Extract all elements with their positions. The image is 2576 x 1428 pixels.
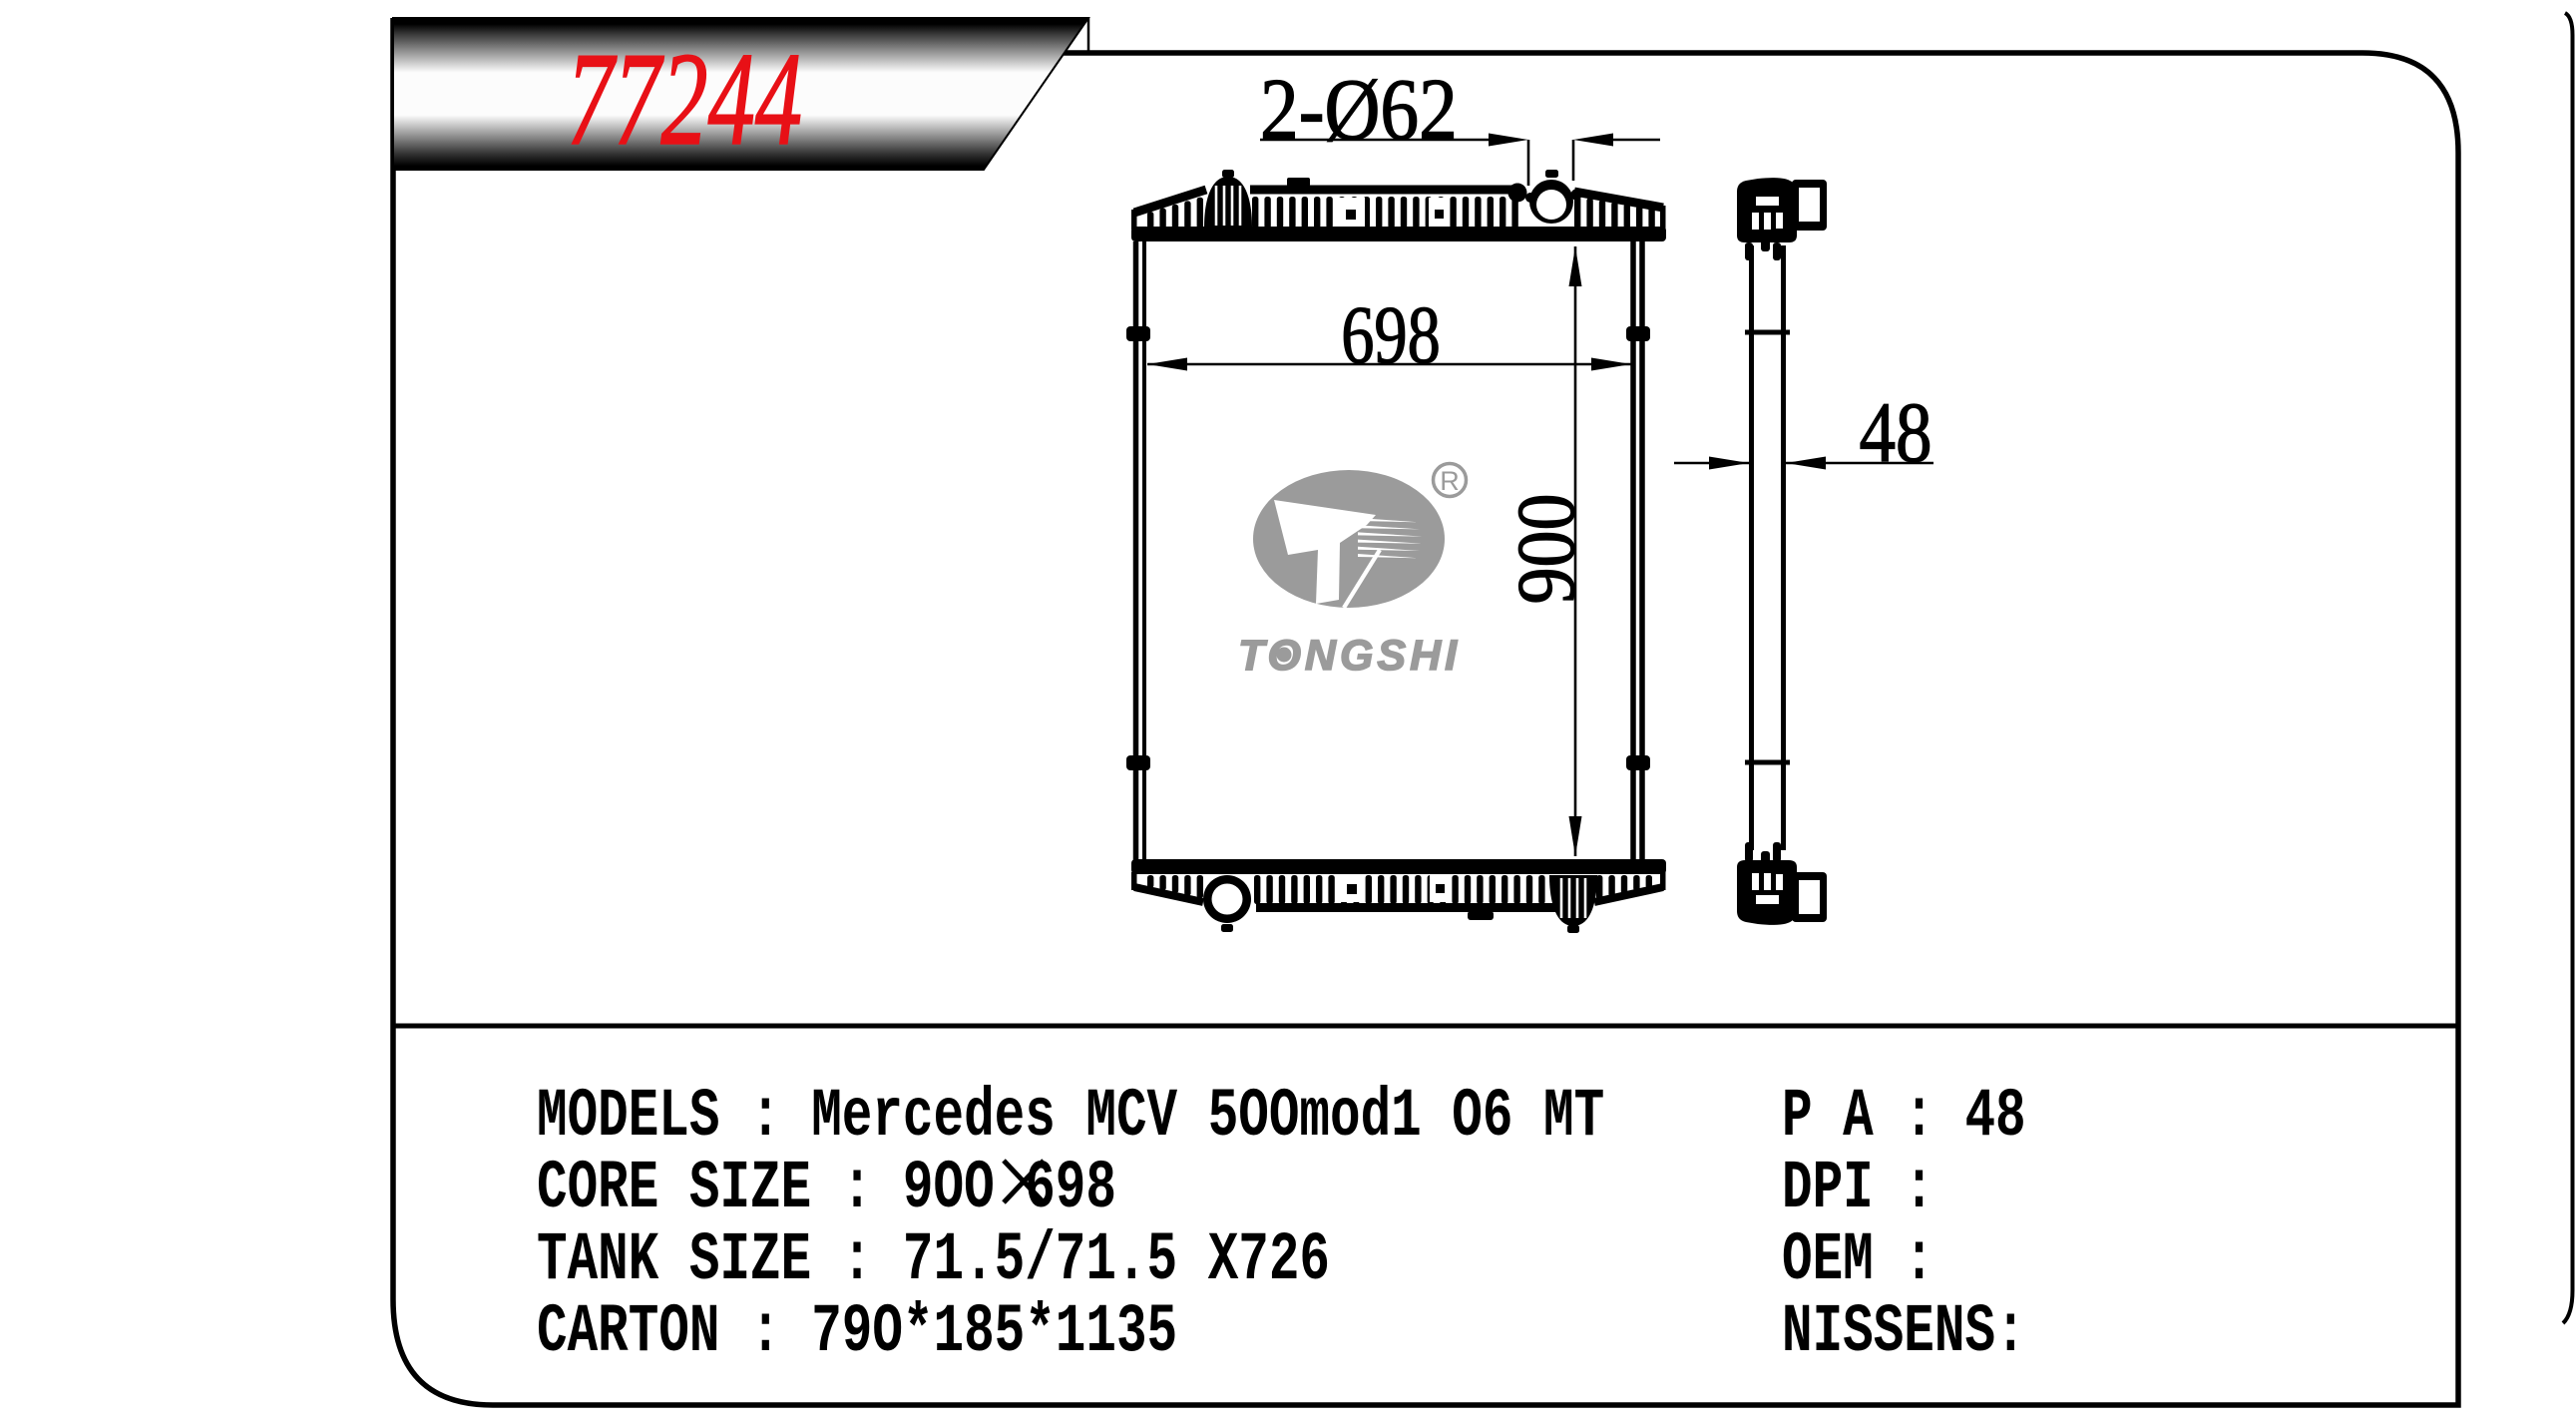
svg-text:2-Ø62: 2-Ø62: [1260, 60, 1458, 158]
svg-text:R: R: [1440, 466, 1460, 496]
svg-text:MODELS : Mercedes MCV 5OOmod1: MODELS : Mercedes MCV 5OOmod1 O6 MT: [537, 1079, 1604, 1156]
svg-text:900: 900: [1500, 494, 1591, 605]
svg-text:OEM :: OEM :: [1782, 1222, 1934, 1299]
svg-text:NISSENS:: NISSENS:: [1782, 1294, 2026, 1371]
svg-text:TANK SIZE : 71.5/71.5 X726: TANK SIZE : 71.5/71.5 X726: [537, 1222, 1330, 1299]
svg-text:DPI :: DPI :: [1782, 1151, 1934, 1227]
svg-text:TONGSHI: TONGSHI: [1238, 632, 1461, 680]
svg-text:698: 698: [1341, 289, 1441, 381]
svg-text:P A : 48: P A : 48: [1782, 1079, 2026, 1156]
svg-text:CORE SIZE : 9OO 698: CORE SIZE : 9OO 698: [537, 1151, 1116, 1227]
svg-text:48: 48: [1859, 386, 1932, 481]
svg-text:77244: 77244: [567, 26, 802, 174]
svg-text:CARTON : 79O*185*1135: CARTON : 79O*185*1135: [537, 1294, 1177, 1371]
